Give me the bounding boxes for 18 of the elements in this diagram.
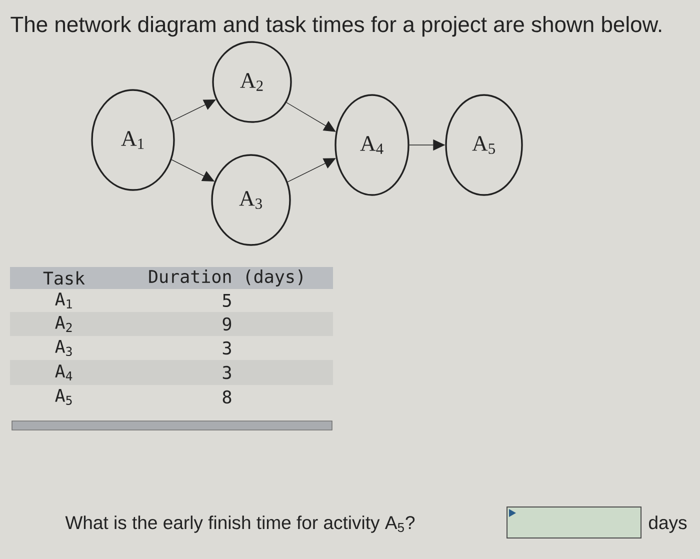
column-header: Duration (days) [130,267,333,289]
table-cell: 8 [222,390,232,404]
table-cell: 9 [130,312,333,336]
table-cell: 3 [222,341,231,355]
unit-label: days [649,516,687,533]
table-cell: A$_{1}$ [55,292,72,308]
table-cell: A$_{4}$ [10,360,130,385]
arrow [286,102,336,132]
table-cell: 3 [130,360,333,385]
title: The network diagram and task times for a project are shown below. [10,16,662,37]
table-cell: 5 [222,294,231,307]
arrow [287,158,336,182]
column-header: Task [10,267,130,289]
question: What is the early finish time for activity A$_{5}$? [65,516,415,533]
table-cell: A$_{2}$ [10,312,130,336]
table-cell: A$_{3}$ [55,340,72,356]
table-cell: A$_{5}$ [55,389,72,405]
arrow [172,100,216,122]
